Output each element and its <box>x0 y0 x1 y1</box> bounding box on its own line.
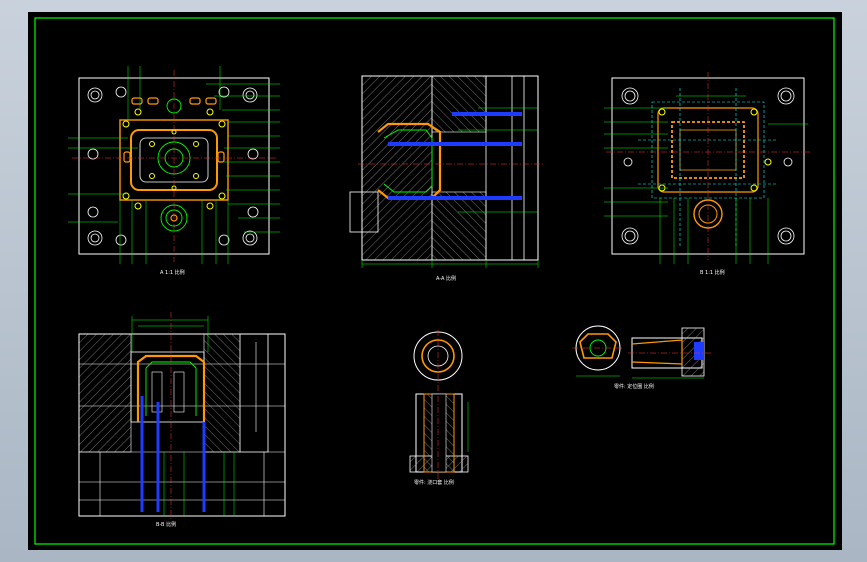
view-bottom-left: B-B 比例 <box>78 312 286 528</box>
caption-view-a: A 1:1 比例 <box>160 269 185 276</box>
caption-view-bb: B-B 比例 <box>156 521 176 528</box>
drawing-border <box>34 17 835 545</box>
view-bottom-right: 零件: 定位圈 比例 <box>572 325 712 390</box>
view-top-middle: A-A 比例 <box>349 75 543 282</box>
view-bottom-middle: 零件: 浇口套 比例 <box>409 330 469 486</box>
caption-sprue: 零件: 浇口套 比例 <box>414 479 454 486</box>
caption-locating-ring: 零件: 定位圈 比例 <box>614 383 654 390</box>
drawing-canvas[interactable]: A 1:1 比例 <box>28 12 842 550</box>
view-top-right: B 1:1 比例 <box>604 72 810 276</box>
view-top-left: A 1:1 比例 <box>68 66 280 276</box>
cad-drawing: A 1:1 比例 <box>34 17 835 545</box>
caption-view-aa: A-A 比例 <box>436 275 456 282</box>
caption-view-b: B 1:1 比例 <box>700 269 725 276</box>
